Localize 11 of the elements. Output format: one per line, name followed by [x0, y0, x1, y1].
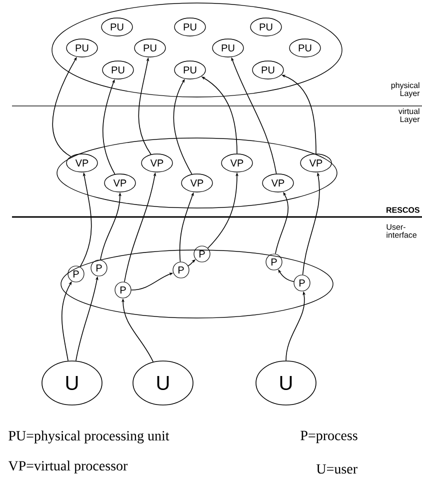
layer-ellipse: [52, 2, 342, 98]
layer-label: User-interface: [386, 224, 417, 238]
layer-label: RESCOS: [386, 207, 420, 213]
legend-text: VP=virtual processor: [8, 460, 128, 474]
layer-label: physical Layer: [391, 82, 420, 98]
layer-ellipse: [56, 138, 338, 208]
layer-ellipse: [60, 250, 334, 318]
layer-label: virtual Layer: [398, 108, 420, 124]
legend-text: U=user: [316, 464, 358, 474]
legend-text: P=process: [300, 430, 358, 444]
legend-text: PU=physical processing unit: [8, 430, 170, 444]
